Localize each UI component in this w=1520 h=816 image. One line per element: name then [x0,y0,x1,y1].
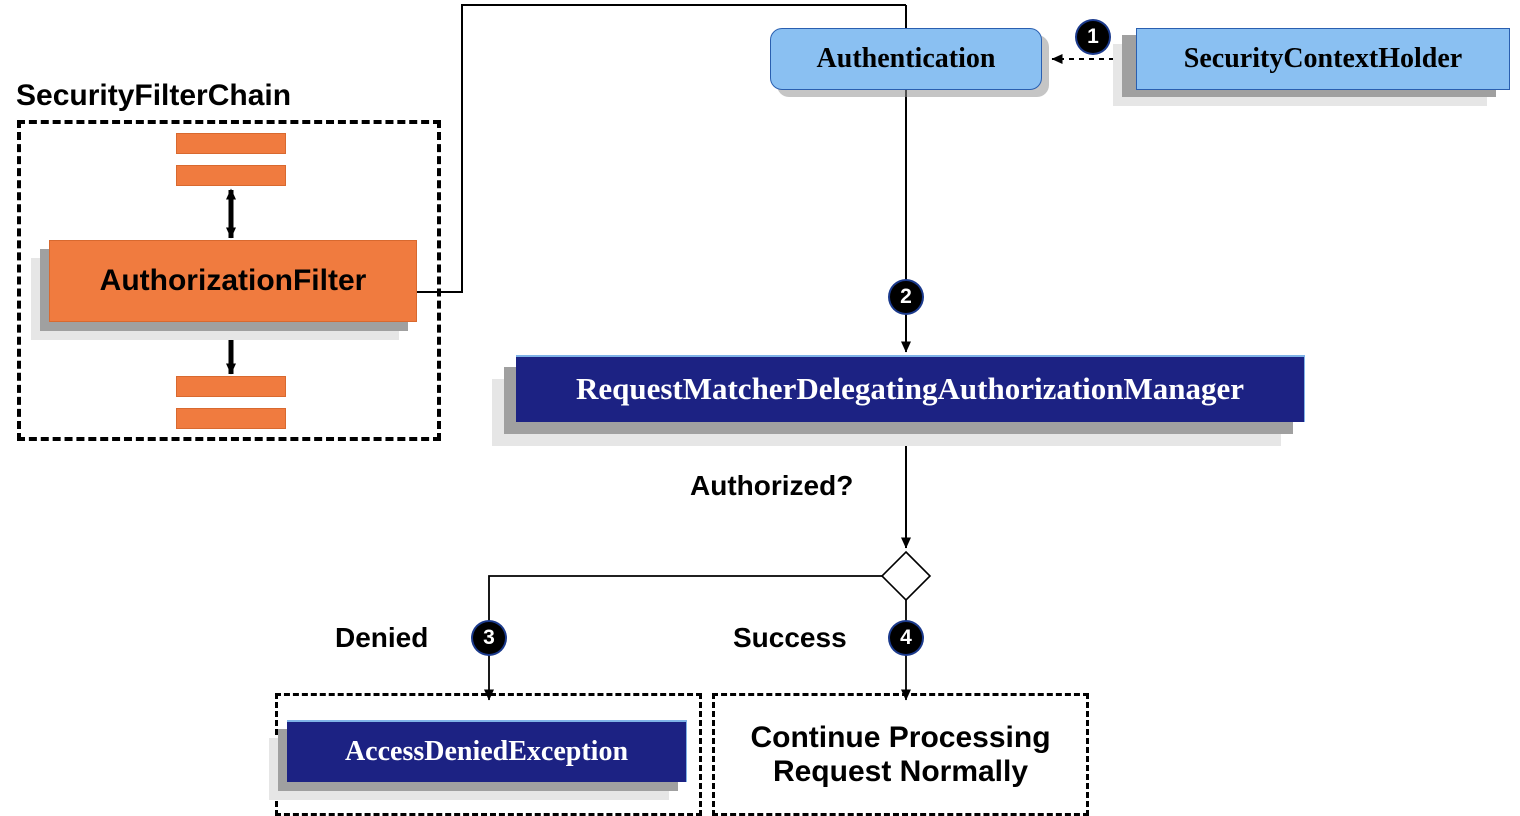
security-filter-chain-title: SecurityFilterChain [16,79,292,112]
badge-two: 2 [890,281,922,313]
security-context-holder-node[interactable]: SecurityContextHolder [1136,28,1510,90]
badge-four: 4 [890,622,922,654]
security-filter-chain-container [17,120,441,441]
success-branch-label: Success [733,622,847,653]
filter-bar-2 [176,165,286,186]
success-container [712,693,1089,816]
security-context-holder-label: SecurityContextHolder [1183,43,1463,75]
authorized-question-label: Authorized? [690,470,854,501]
authorization-filter-node[interactable]: AuthorizationFilter [49,240,417,322]
authorization-filter-label: AuthorizationFilter [99,264,367,298]
authentication-label: Authentication [816,43,996,75]
decision-diamond-shape [880,550,932,602]
badge-one: 1 [1077,21,1109,53]
filter-bar-4 [176,408,286,429]
filter-bar-1 [176,133,286,154]
request-matcher-manager-node[interactable]: RequestMatcherDelegatingAuthorizationMan… [516,355,1305,422]
badge-three: 3 [473,622,505,654]
filter-bar-3 [176,376,286,397]
denied-branch-label: Denied [335,622,429,653]
access-denied-exception-node[interactable]: AccessDeniedException [287,720,687,782]
authentication-node[interactable]: Authentication [770,28,1042,90]
request-matcher-manager-label: RequestMatcherDelegatingAuthorizationMan… [575,371,1245,407]
access-denied-exception-label: AccessDeniedException [344,736,629,768]
